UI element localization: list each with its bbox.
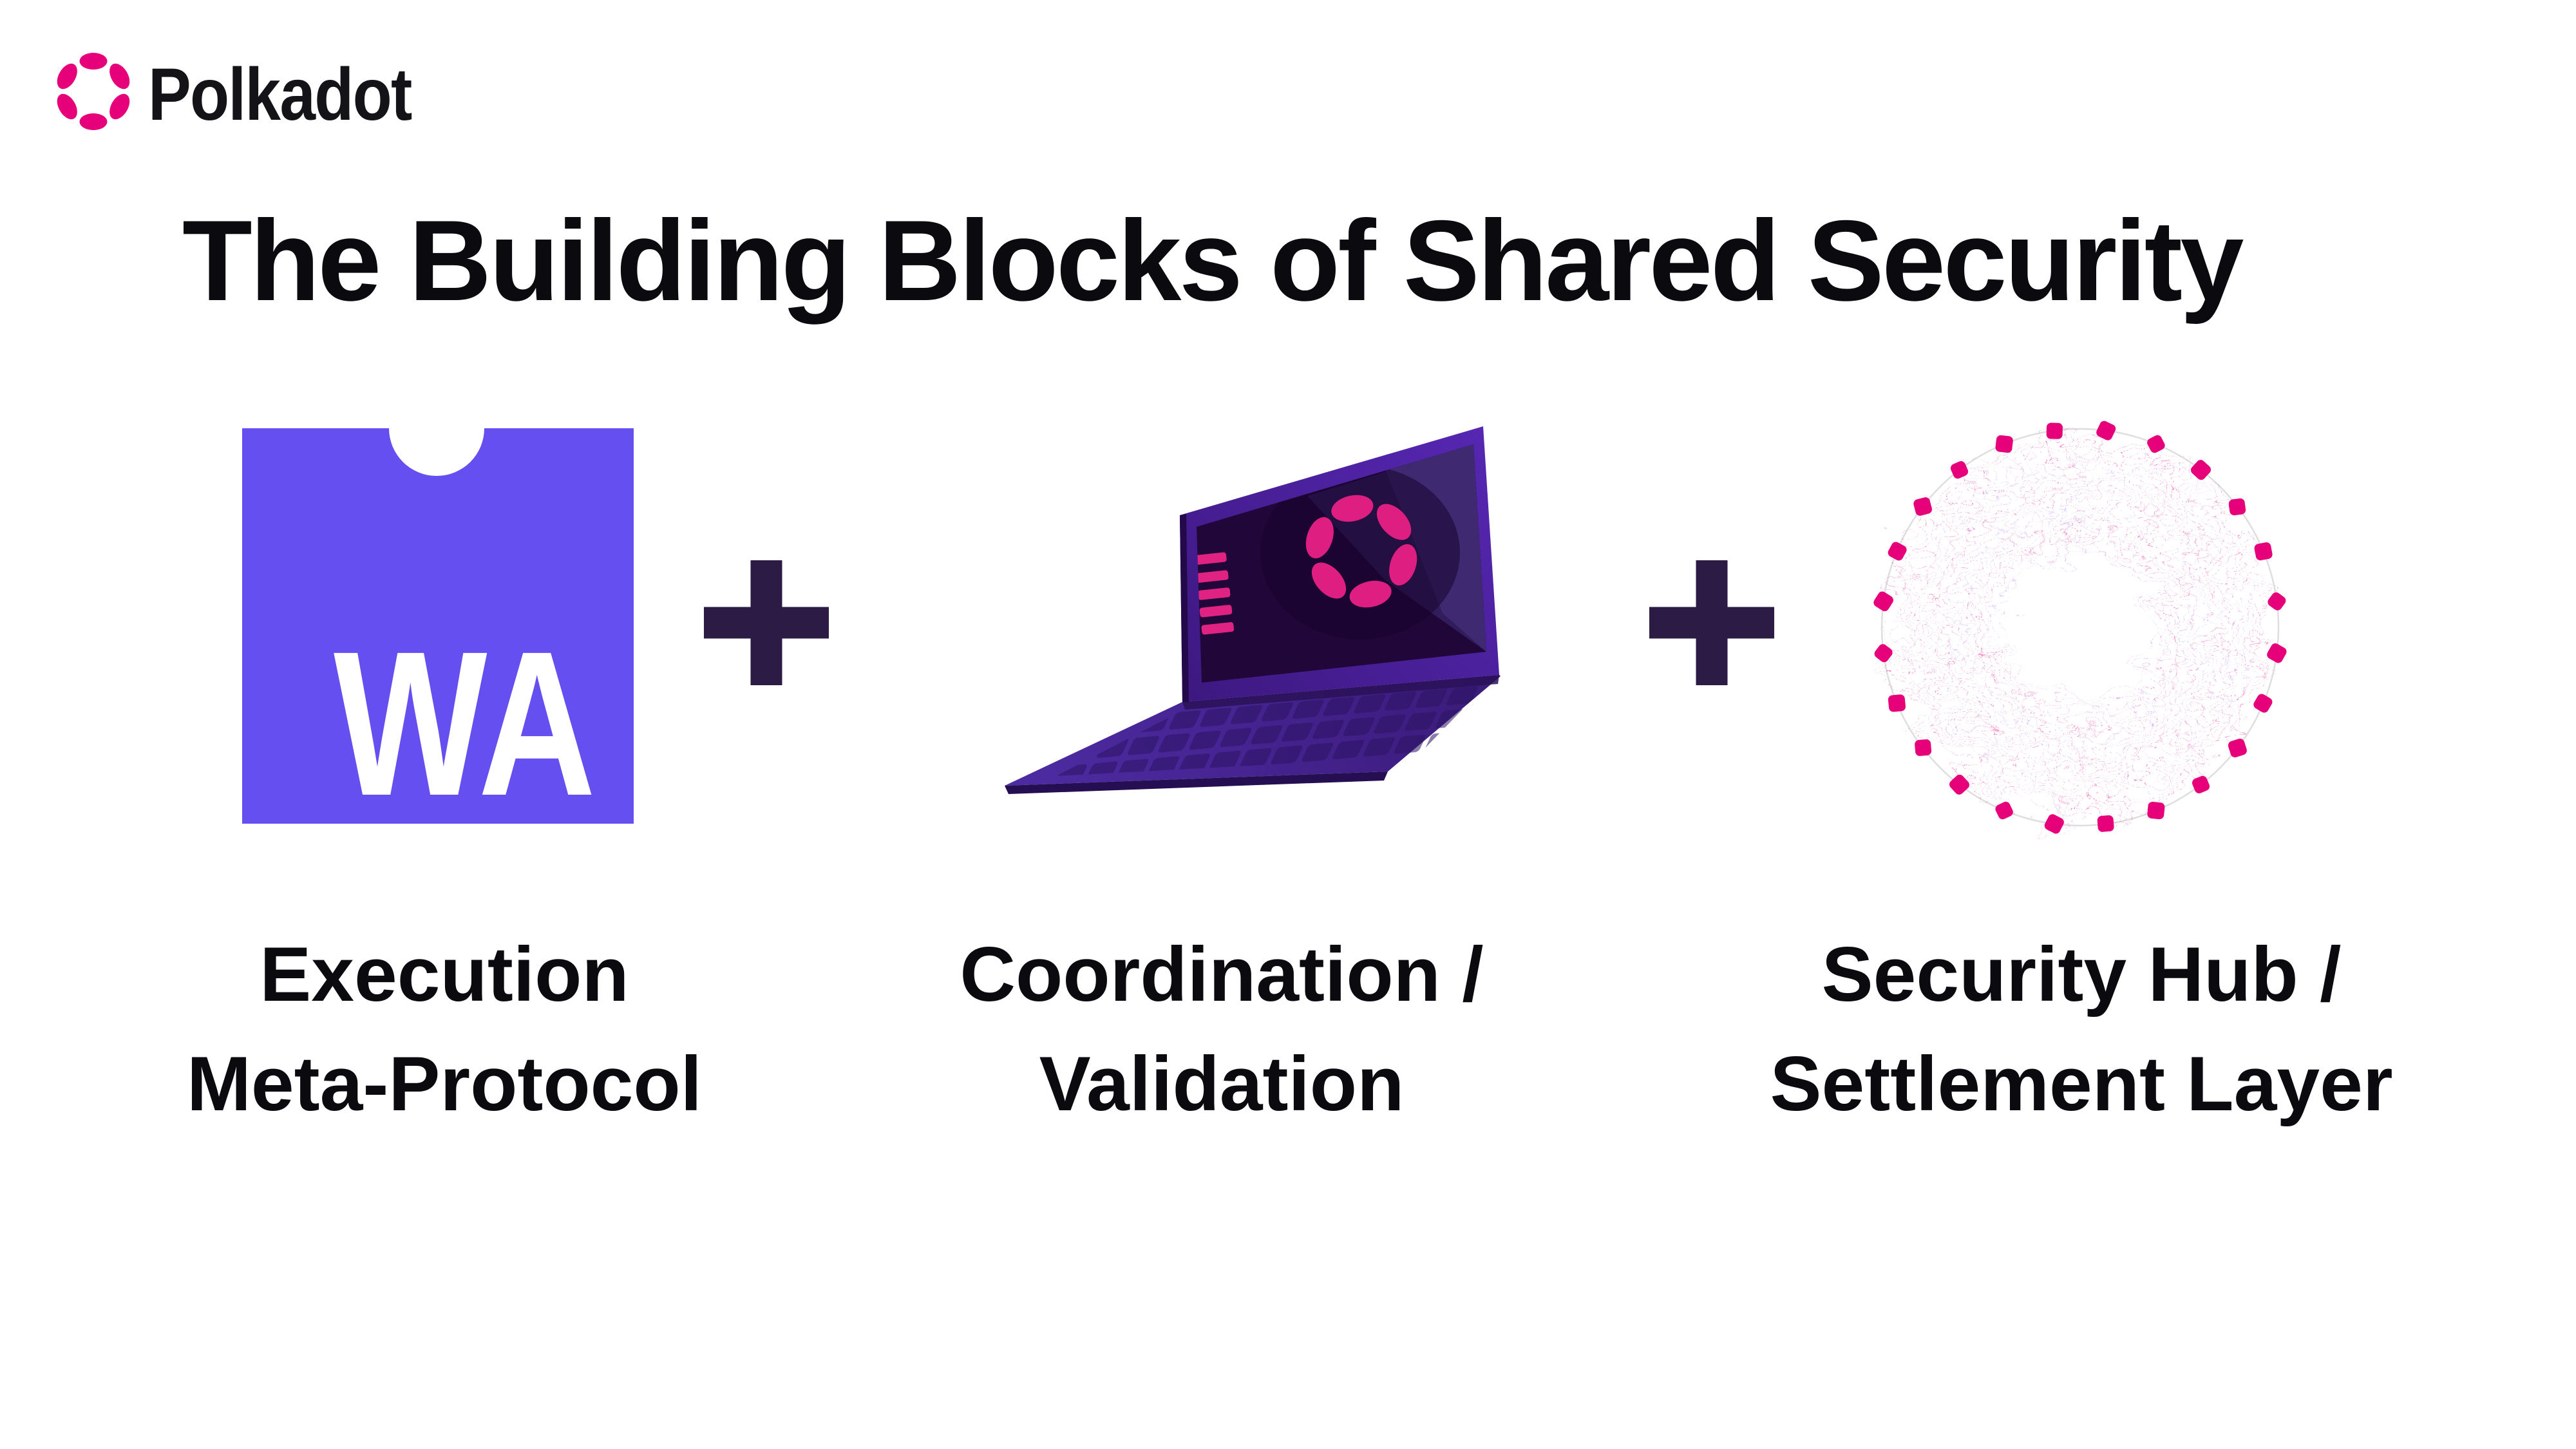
label-line: Coordination /	[960, 931, 1484, 1018]
hub-strands	[1894, 441, 2266, 813]
label-line: Meta-Protocol	[186, 1041, 703, 1128]
wasm-text: WA	[334, 608, 596, 824]
plus-icon	[1649, 560, 1774, 685]
laptop-front-edge	[1005, 772, 1388, 794]
wasm-notch	[389, 428, 484, 476]
plus-icon	[704, 560, 829, 685]
laptop-keyboard	[1056, 680, 1491, 776]
label-line: Security Hub /	[1821, 931, 2342, 1018]
validator-laptop-illustration	[1005, 426, 1501, 794]
validator-network-circle	[1873, 421, 2287, 834]
screen-polkadot-logo	[1305, 495, 1417, 608]
hub-strands-2	[1900, 447, 2260, 813]
label-line: Settlement Layer	[1770, 1041, 2393, 1128]
block-label-execution: Execution Meta-Protocol	[58, 920, 831, 1139]
polkadot-wordmark: Polkadot	[148, 53, 412, 136]
screen-code-bars	[1197, 552, 1235, 635]
page-title: The Building Blocks of Shared Security	[182, 196, 2244, 325]
label-line: Execution	[260, 931, 629, 1018]
wasm-square	[242, 428, 634, 824]
webassembly-logo: WA	[242, 428, 634, 824]
hub-validator-dots	[1873, 421, 2287, 834]
polkadot-logo-icon	[57, 53, 130, 130]
block-label-security-hub: Security Hub / Settlement Layer	[1695, 920, 2468, 1139]
label-line: Validation	[1039, 1041, 1405, 1128]
block-label-coordination: Coordination / Validation	[835, 920, 1608, 1139]
hub-rim	[1880, 428, 2280, 827]
